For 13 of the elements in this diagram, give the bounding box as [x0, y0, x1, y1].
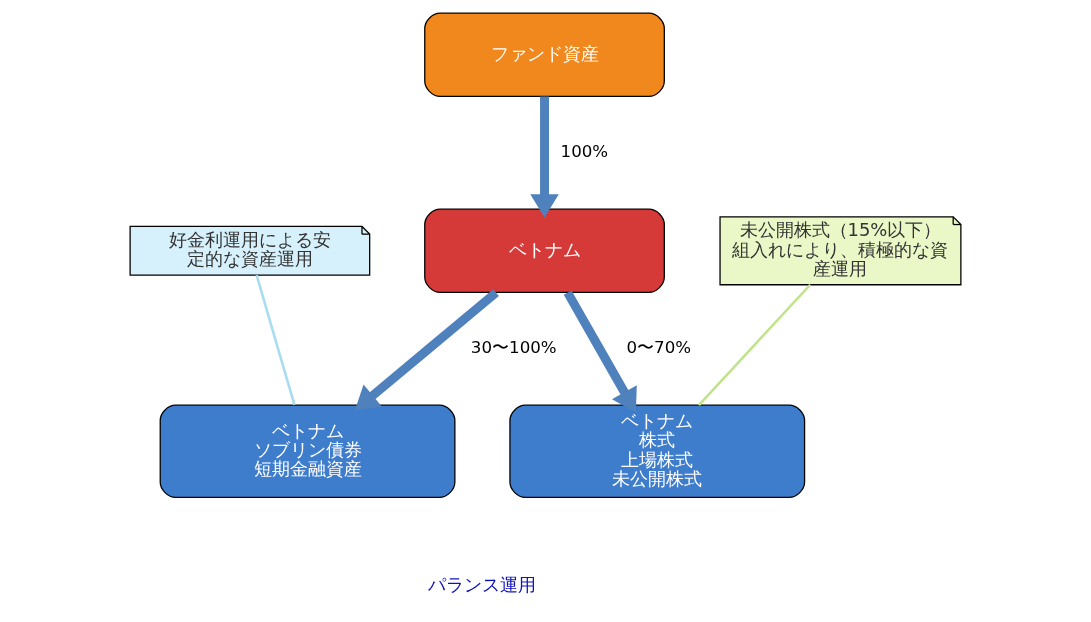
edge-label: 100% [560, 142, 609, 162]
arrow [354, 289, 499, 411]
edge-label: 30〜100% [470, 338, 557, 358]
edge-label: 0〜70% [626, 338, 692, 358]
node-box: ベトナム 株式 上場株式 未公開株式 [509, 404, 806, 499]
arrow [563, 290, 637, 413]
label: パランス運用 [427, 573, 536, 595]
node-box: ベトナム ソブリン債券 短期金融資産 [159, 404, 456, 499]
connector [697, 283, 812, 406]
connector [255, 274, 296, 406]
node-box: ファンド資産 [424, 12, 665, 98]
arrow [530, 96, 559, 218]
node-box: ベトナム [424, 208, 665, 294]
